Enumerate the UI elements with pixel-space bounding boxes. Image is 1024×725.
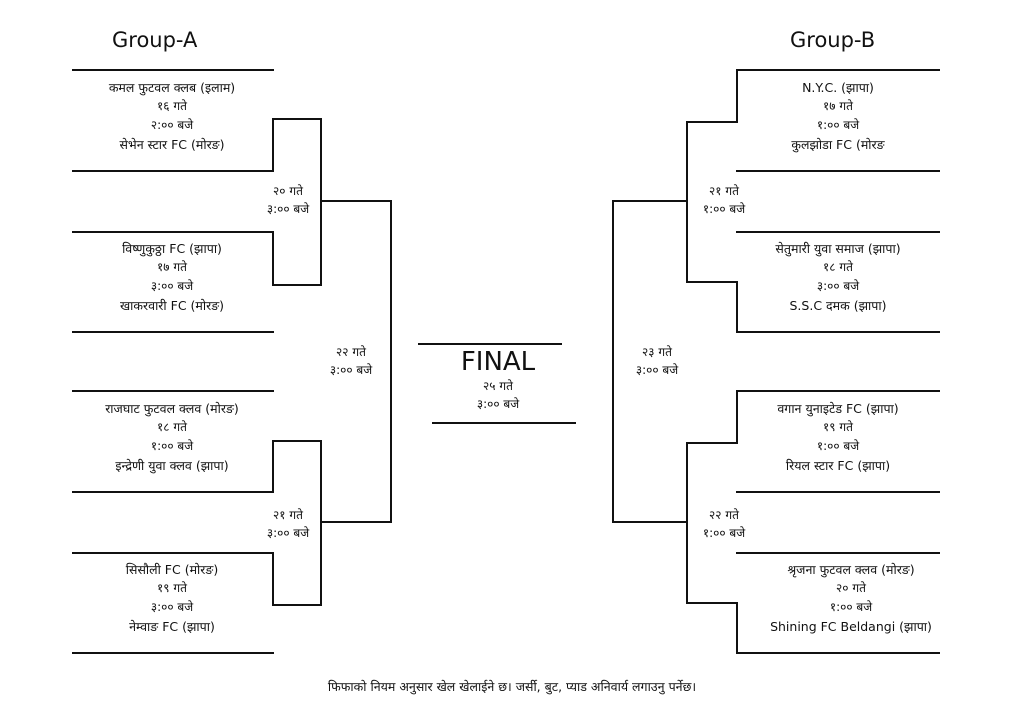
team-name: रियल स्टार FC (झापा) bbox=[785, 458, 891, 473]
group-b-match-3: वगान युनाइटेड FC (झापा) १९ गते १:०० बजे … bbox=[738, 399, 938, 475]
group-a-semi-label: २२ गते ३:०० बजे bbox=[311, 343, 391, 379]
round-time: १:०० बजे bbox=[702, 526, 746, 540]
final-date: २५ गते bbox=[483, 379, 513, 393]
round-time: १:०० बजे bbox=[702, 202, 746, 216]
group-b-title: Group-B bbox=[790, 28, 876, 52]
group-b-round2-bottom-label: २२ गते १:०० बजे bbox=[684, 506, 764, 542]
final-block: FINAL २५ गते ३:०० बजे bbox=[418, 347, 578, 413]
match-date: १६ गते bbox=[157, 99, 187, 113]
group-a-match-3: राजघाट फुटवल क्लव (मोरङ) १८ गते १:०० बजे… bbox=[72, 399, 272, 475]
final-time: ३:०० बजे bbox=[476, 397, 520, 411]
team-name: सेतुमारी युवा समाज (झापा) bbox=[775, 241, 901, 256]
round-time: ३:०० बजे bbox=[266, 202, 310, 216]
match-date: १७ गते bbox=[157, 260, 187, 274]
match-time: २:०० बजे bbox=[150, 118, 194, 132]
group-a-title: Group-A bbox=[112, 28, 198, 52]
round-date: २२ गते bbox=[709, 508, 739, 522]
group-b-semi-label: २३ गते ३:०० बजे bbox=[617, 343, 697, 379]
match-date: १७ गते bbox=[823, 99, 853, 113]
team-name: सेभेन स्टार FC (मोरङ) bbox=[119, 137, 225, 152]
team-name: नेम्वाङ FC (झापा) bbox=[129, 619, 215, 634]
round-date: २१ गते bbox=[709, 184, 739, 198]
match-date: २० गते bbox=[836, 581, 866, 595]
group-b-round2-top-label: २१ गते १:०० बजे bbox=[684, 182, 764, 218]
team-name: राजघाट फुटवल क्लव (मोरङ) bbox=[105, 401, 239, 416]
group-a-round2-bottom-label: २१ गते ३:०० बजे bbox=[248, 506, 328, 542]
match-time: ३:०० बजे bbox=[150, 279, 194, 293]
team-name: Shining FC Beldangi (झापा) bbox=[770, 619, 932, 634]
team-name: कुलझोडा FC (मोरङ bbox=[791, 137, 885, 152]
round-time: ३:०० बजे bbox=[266, 526, 310, 540]
match-date: १८ गते bbox=[823, 260, 853, 274]
final-title: FINAL bbox=[460, 347, 536, 377]
match-time: १:०० बजे bbox=[816, 439, 860, 453]
round-date: २३ गते bbox=[642, 345, 672, 359]
group-b-match-4: श्रृजना फुटवल क्लव (मोरङ) २० गते १:०० बज… bbox=[746, 560, 956, 636]
group-a-match-2: विष्णुकुठ्ठा FC (झापा) १७ गते ३:०० बजे ख… bbox=[72, 239, 272, 315]
team-name: खाकरवारी FC (मोरङ) bbox=[119, 298, 225, 313]
group-a-match-1: कमल फुटवल क्लब (इलाम) १६ गते २:०० बजे से… bbox=[72, 78, 272, 154]
match-date: १९ गते bbox=[823, 420, 853, 434]
match-time: ३:०० बजे bbox=[150, 600, 194, 614]
footer-note: फिफाको नियम अनुसार खेल खेलाईने छ। जर्सी,… bbox=[327, 679, 697, 694]
round-date: २१ गते bbox=[273, 508, 303, 522]
match-date: १९ गते bbox=[157, 581, 187, 595]
match-time: १:०० बजे bbox=[816, 118, 860, 132]
match-date: १८ गते bbox=[157, 420, 187, 434]
team-name: विष्णुकुठ्ठा FC (झापा) bbox=[122, 241, 222, 256]
match-time: १:०० बजे bbox=[150, 439, 194, 453]
round-date: २२ गते bbox=[336, 345, 366, 359]
round-time: ३:०० बजे bbox=[635, 363, 679, 377]
match-time: १:०० बजे bbox=[829, 600, 873, 614]
round-time: ३:०० बजे bbox=[329, 363, 373, 377]
team-name: श्रृजना फुटवल क्लव (मोरङ) bbox=[787, 562, 915, 577]
team-name: इन्द्रेणी युवा क्लव (झापा) bbox=[115, 458, 229, 473]
match-time: ३:०० बजे bbox=[816, 279, 860, 293]
group-b-match-1: N.Y.C. (झापा) १७ गते १:०० बजे कुलझोडा FC… bbox=[738, 78, 938, 154]
group-b-match-2: सेतुमारी युवा समाज (झापा) १८ गते ३:०० बज… bbox=[738, 239, 938, 315]
group-a-match-4: सिसौली FC (मोरङ) १९ गते ३:०० बजे नेम्वाङ… bbox=[72, 560, 272, 636]
group-a-round2-top-label: २० गते ३:०० बजे bbox=[248, 182, 328, 218]
team-name: कमल फुटवल क्लब (इलाम) bbox=[108, 80, 236, 95]
team-name: S.S.C दमक (झापा) bbox=[789, 298, 887, 313]
team-name: वगान युनाइटेड FC (झापा) bbox=[777, 401, 899, 416]
team-name: N.Y.C. (झापा) bbox=[802, 80, 874, 95]
round-date: २० गते bbox=[273, 184, 303, 198]
team-name: सिसौली FC (मोरङ) bbox=[125, 562, 219, 577]
